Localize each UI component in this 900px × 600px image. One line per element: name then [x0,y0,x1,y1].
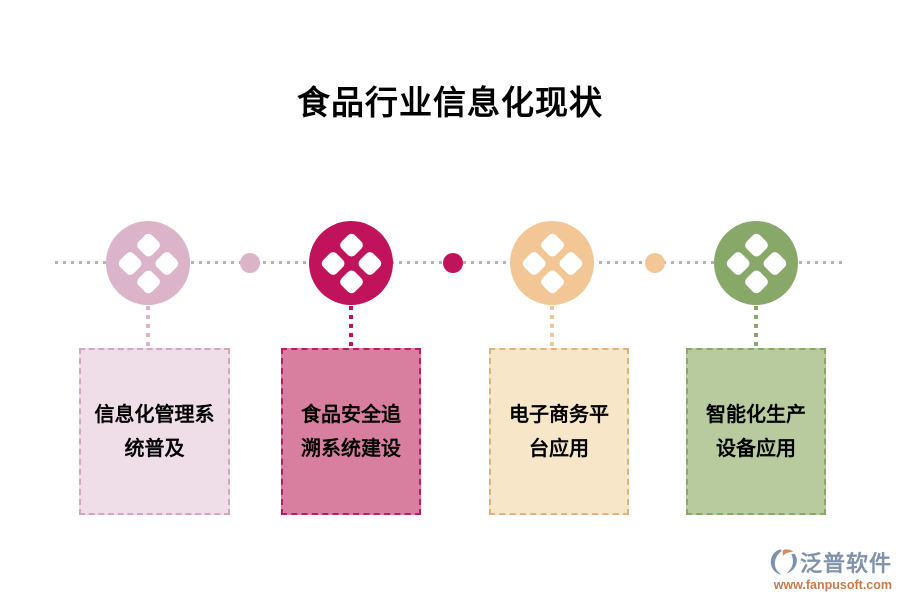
timeline-node-circle [714,221,798,305]
connector-dotted-line [146,306,150,348]
label-box: 智能化生产 设备应用 [686,348,826,515]
fanpu-logo-icon [770,549,797,575]
connector-dotted-line [349,306,353,348]
timeline-node-circle [309,221,393,305]
timeline-small-dot [645,253,665,273]
label-text: 食品安全追 溯系统建设 [301,403,401,460]
timeline-small-dot [443,253,463,273]
label-box: 电子商务平 台应用 [489,348,629,515]
connector-dotted-line [550,306,554,348]
timeline-small-dot [240,253,260,273]
label-text: 电子商务平 台应用 [509,403,609,460]
connector-dotted-line [754,306,758,348]
brand-url: www.fanpusoft.com [773,578,892,592]
label-text: 信息化管理系 统普及 [94,403,215,460]
timeline-node-circle [106,221,190,305]
page-title: 食品行业信息化现状 [297,84,603,121]
timeline-node-circle [510,221,594,305]
four-diamonds-icon [724,231,788,295]
label-text: 智能化生产 设备应用 [706,403,806,460]
four-diamonds-icon [520,231,584,295]
four-diamonds-icon [116,231,180,295]
label-box: 食品安全追 溯系统建设 [281,348,421,515]
brand-watermark: 泛普软件 www.fanpusoft.com [768,546,892,592]
four-diamonds-icon [319,231,383,295]
label-box: 信息化管理系 统普及 [79,348,230,515]
brand-name: 泛普软件 [799,551,892,576]
